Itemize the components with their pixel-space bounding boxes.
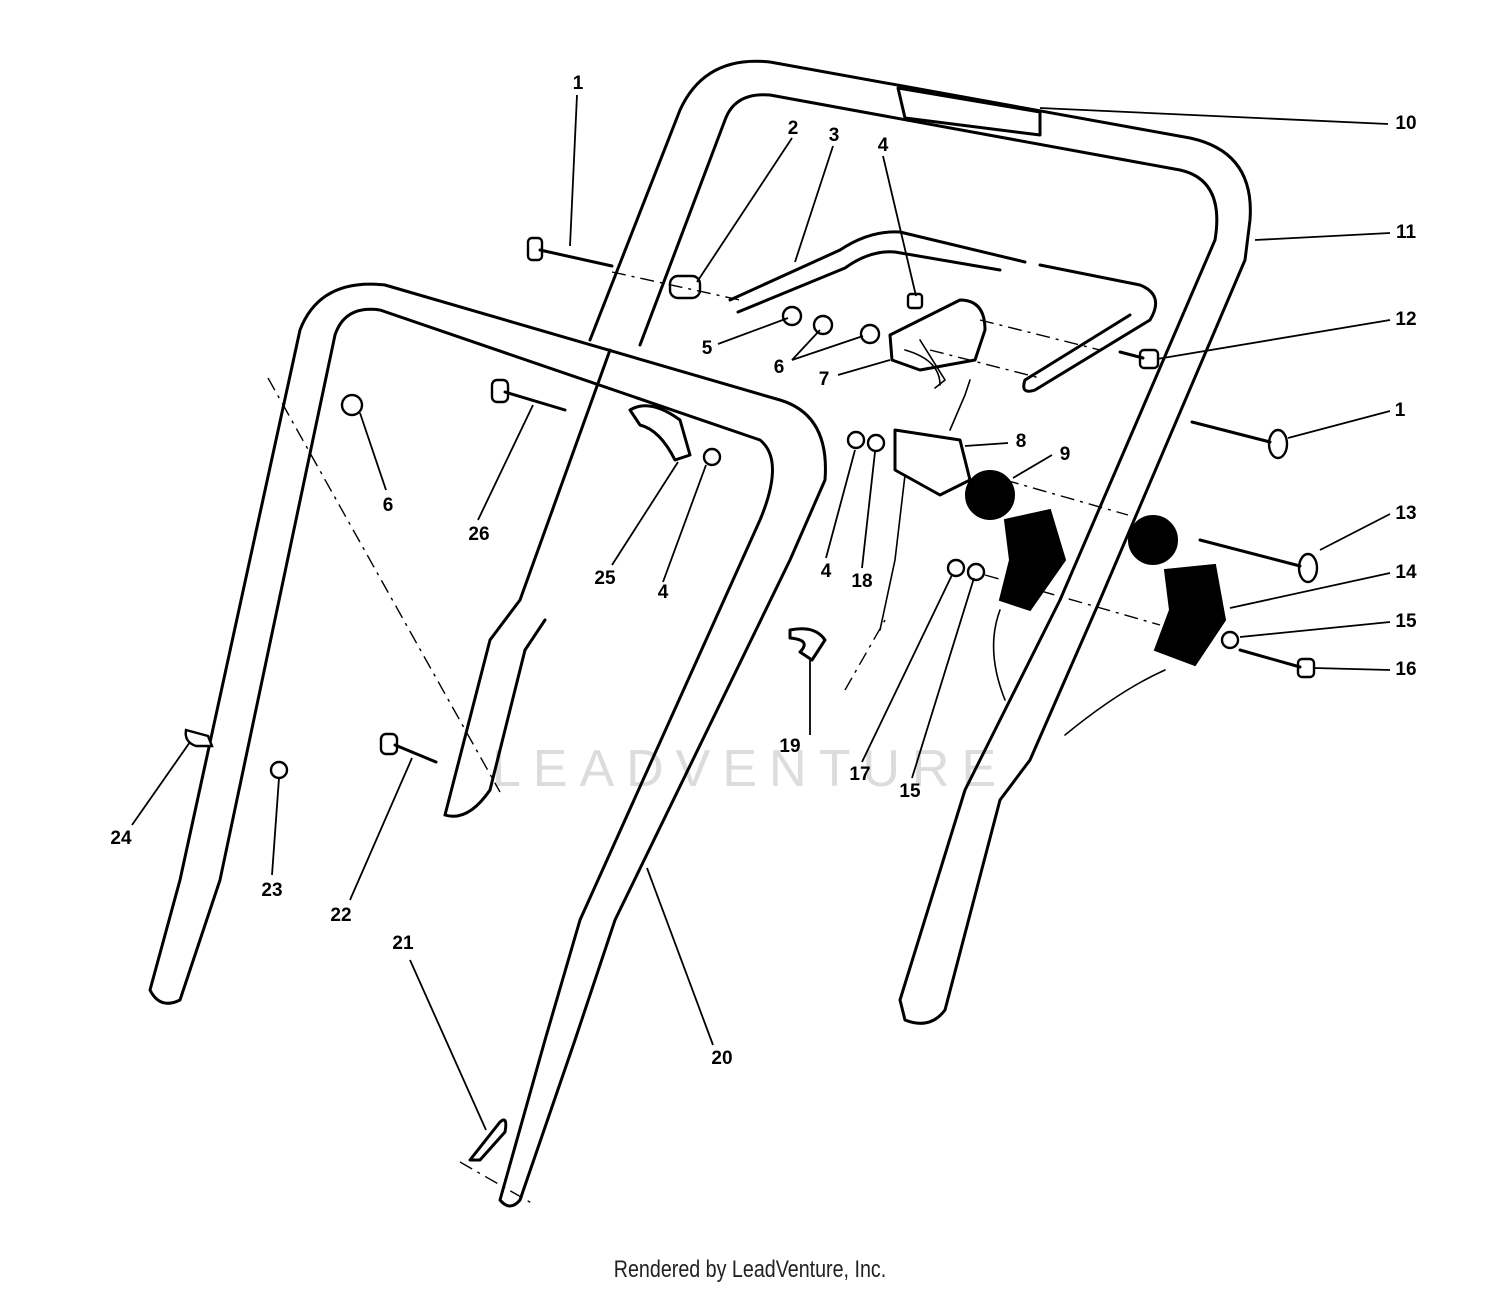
label-25: 25 (594, 568, 616, 589)
label-18: 18 (851, 571, 872, 592)
label-1-right: 1 (1395, 400, 1406, 421)
label-7: 7 (819, 369, 830, 390)
label-23: 23 (261, 880, 282, 901)
label-24: 24 (110, 828, 132, 849)
label-6-left: 6 (383, 495, 394, 516)
label-3: 3 (829, 125, 840, 146)
label-15-center: 15 (899, 781, 921, 802)
watermark-text: LEADVENTURE (492, 740, 1008, 798)
leader-lines (131, 94, 1391, 1131)
label-16: 16 (1395, 659, 1416, 680)
label-4-top: 4 (878, 135, 889, 156)
label-19: 19 (779, 736, 800, 757)
label-1-upper: 1 (573, 73, 584, 94)
label-22: 22 (330, 905, 351, 926)
label-9: 9 (1060, 444, 1071, 465)
label-21: 21 (392, 933, 414, 954)
label-20: 20 (711, 1048, 732, 1069)
left-control (965, 470, 1067, 701)
bracket (888, 298, 987, 389)
label-10: 10 (1395, 113, 1416, 134)
footer-credit: Rendered by LeadVenture, Inc. (613, 1256, 887, 1283)
upper-handle (588, 59, 1252, 1025)
right-control (1064, 515, 1227, 736)
label-4-left: 4 (658, 582, 669, 603)
label-11: 11 (1396, 222, 1417, 243)
label-13: 13 (1395, 503, 1416, 524)
center-lines (267, 271, 1161, 1206)
part-labels: 1 2 3 4 10 11 12 1 5 6 7 8 9 13 14 15 16… (110, 73, 1417, 1069)
label-4-center: 4 (821, 561, 832, 582)
switch (879, 379, 972, 631)
label-5: 5 (702, 338, 713, 359)
hardware (184, 236, 1319, 1162)
label-17: 17 (849, 764, 870, 785)
label-14: 14 (1395, 562, 1417, 583)
label-26: 26 (468, 524, 489, 545)
label-12: 12 (1395, 309, 1416, 330)
label-6-center: 6 (774, 357, 785, 378)
label-2: 2 (788, 118, 799, 139)
bail (728, 230, 1158, 393)
lower-handle (148, 282, 827, 1208)
label-8: 8 (1016, 431, 1027, 452)
label-15-right: 15 (1395, 611, 1417, 632)
